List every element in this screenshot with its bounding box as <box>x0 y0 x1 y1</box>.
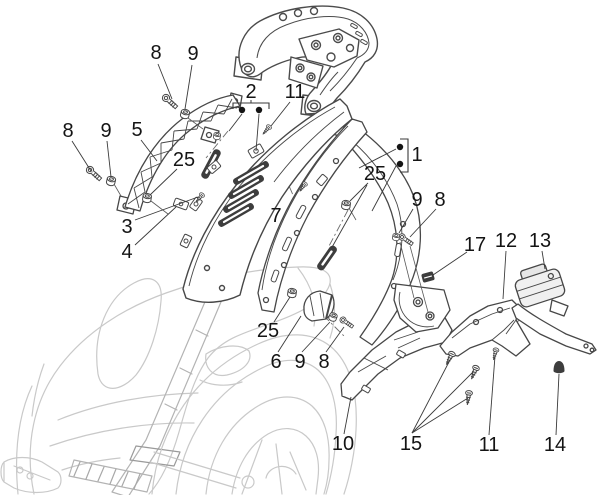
callout-label: 8 <box>62 120 73 142</box>
callout-label: 2 <box>245 81 256 103</box>
callout-label: 7 <box>270 205 281 227</box>
callout-label: 1 <box>411 144 422 166</box>
callout-label: 5 <box>131 119 142 141</box>
callout-dot <box>396 143 404 151</box>
leader-line <box>149 168 178 196</box>
callout-label: 15 <box>400 433 422 455</box>
leader-line <box>270 101 291 127</box>
screw-15b <box>467 364 481 381</box>
callout-label: 14 <box>544 434 566 456</box>
callout-dot <box>255 106 263 114</box>
part-luggage-rack <box>233 5 379 118</box>
callout-bracket <box>400 138 409 173</box>
assembly-lines <box>113 117 429 313</box>
hardware <box>84 92 565 406</box>
callout-label: 8 <box>318 351 329 373</box>
leader-line <box>432 251 468 276</box>
part-plate-bracket <box>439 299 531 357</box>
ghost-muffler <box>0 456 62 494</box>
rack-center-plate <box>298 28 360 68</box>
screw-11a <box>260 123 273 137</box>
leader-line <box>349 182 369 202</box>
callout-label: 9 <box>294 351 305 373</box>
leader-line <box>184 64 193 110</box>
leader-line <box>371 165 397 212</box>
callout-label: 8 <box>150 42 161 64</box>
screw-15c <box>463 389 474 406</box>
part-inner-fender <box>340 283 453 401</box>
ghost-floorboard <box>68 459 153 493</box>
part-plate-light <box>511 263 597 355</box>
leader-line <box>411 371 474 434</box>
part-end-cap <box>303 290 335 322</box>
leader-line <box>273 296 291 323</box>
clip-17 <box>421 271 435 283</box>
leader-line <box>330 184 368 250</box>
clamp-4 <box>172 197 190 211</box>
bolt-8a <box>160 92 180 111</box>
ghost-step <box>129 445 181 467</box>
callout-label: 8 <box>434 189 445 211</box>
callout-label: 12 <box>495 230 517 252</box>
fender-fan-plate <box>393 283 451 333</box>
leader-line <box>358 148 397 169</box>
leader-line <box>134 196 199 221</box>
nut-9a <box>179 108 191 120</box>
callout-label: 13 <box>529 230 551 252</box>
leader-line <box>411 397 469 434</box>
leader-line <box>228 113 243 132</box>
callout-label: 25 <box>364 163 386 185</box>
bolt-8b <box>84 164 104 183</box>
callout-label: 9 <box>187 43 198 65</box>
callout-dot <box>238 106 246 114</box>
leader-line <box>502 250 507 300</box>
callout-label: 3 <box>121 216 132 238</box>
ghost-rear-wheel <box>149 334 357 495</box>
leader-line <box>301 321 331 353</box>
callout-label: 6 <box>270 351 281 373</box>
cap-14 <box>553 361 565 374</box>
callout-label: 25 <box>257 320 279 342</box>
leader-line <box>277 315 302 353</box>
leader-line <box>325 326 345 353</box>
ghost-scooter <box>0 266 357 495</box>
leader-line <box>555 373 560 436</box>
leader-line <box>488 355 496 436</box>
callout-label: 25 <box>173 149 195 171</box>
bolt-8d <box>338 315 355 330</box>
callout-label: 10 <box>332 433 354 455</box>
callout-label: 11 <box>285 81 306 103</box>
callout-label: 4 <box>121 241 132 263</box>
callout-label: 11 <box>479 434 500 456</box>
leader-line <box>255 113 260 152</box>
leader-line <box>134 206 177 246</box>
leader-line <box>411 359 451 434</box>
callout-label: 9 <box>100 120 111 142</box>
leader-line <box>409 208 437 238</box>
nut-9c <box>391 232 401 242</box>
leader-line <box>140 139 158 162</box>
ghost-seat-pad <box>96 278 162 389</box>
leader-line <box>157 63 173 100</box>
part-side-trim-trellis <box>116 92 243 215</box>
leader-line <box>343 396 352 435</box>
grommet-25c <box>286 287 298 299</box>
leader-line <box>71 140 92 172</box>
ghost-seat <box>29 266 331 495</box>
callout-dot <box>396 160 404 168</box>
nut-mid <box>212 131 222 141</box>
callout-label: 9 <box>411 189 422 211</box>
callout-label: 17 <box>464 234 486 256</box>
leader-line <box>398 208 414 234</box>
part-main-panel <box>179 98 353 303</box>
leader-line <box>541 250 546 270</box>
panel-louvers <box>218 161 269 227</box>
leader-line <box>106 140 112 178</box>
